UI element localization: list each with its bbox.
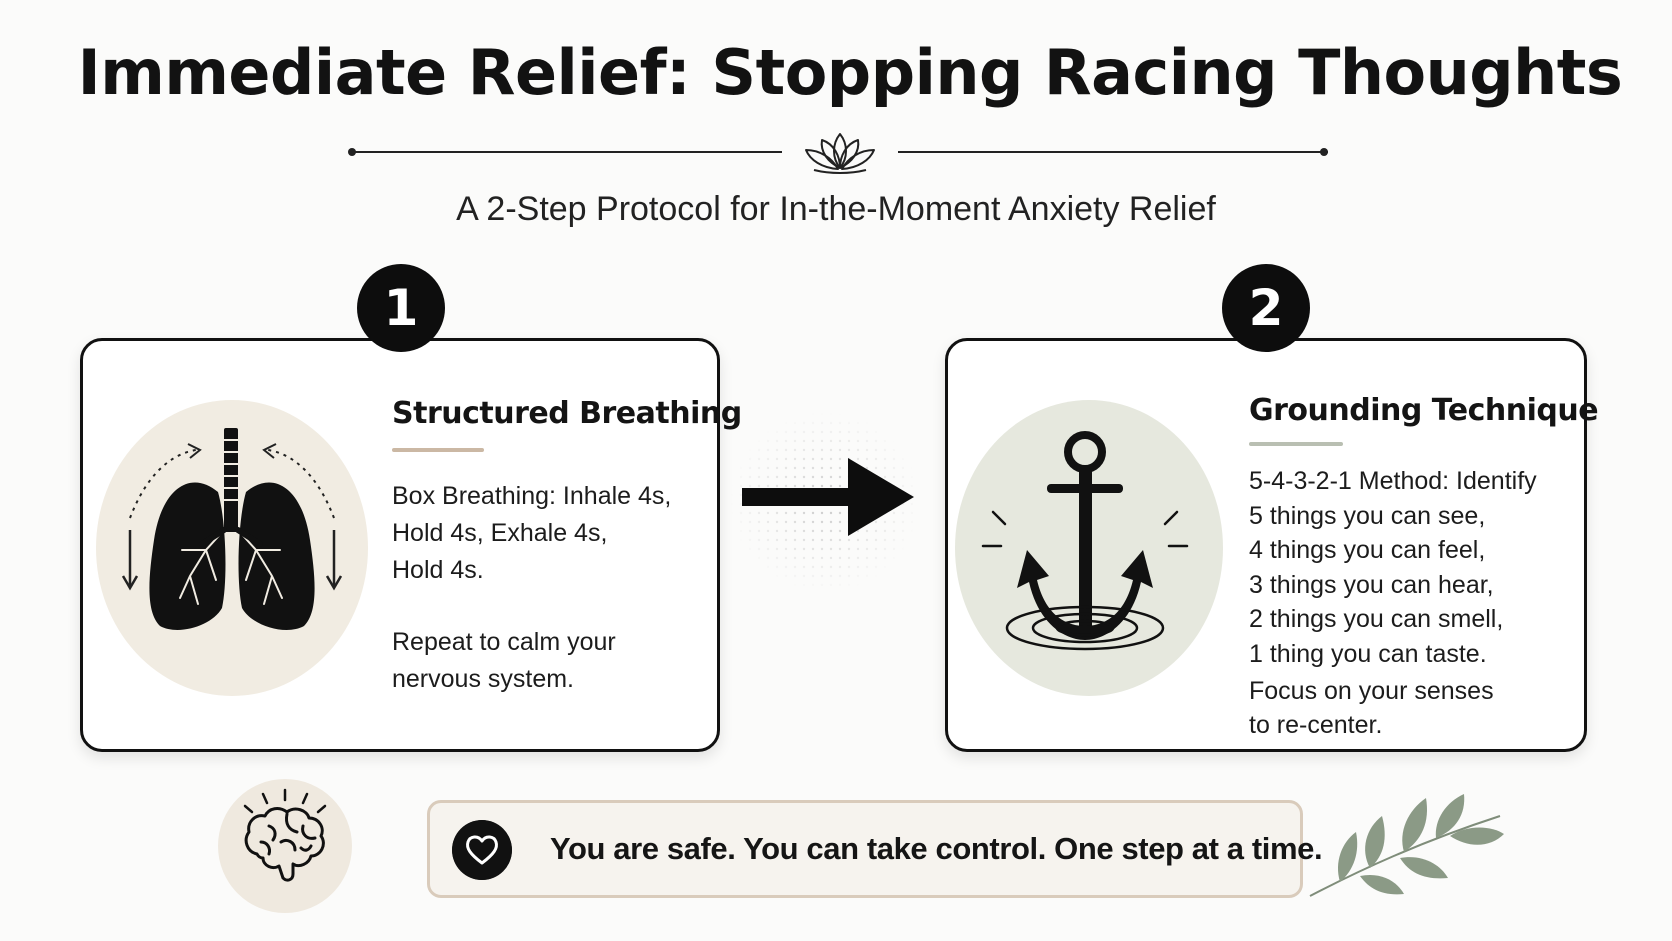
page-subtitle: A 2-Step Protocol for In-the-Moment Anxi… [456,190,1216,228]
water-ripples [1005,605,1165,651]
text-line: Hold 4s, Exhale 4s, [392,519,608,547]
heart-icon [466,835,498,865]
step-2-heading: Grounding Technique [1249,393,1599,428]
text-line: 5-4-3-2-1 Method: Identify [1249,467,1537,495]
page-title: Immediate Relief: Stopping Racing Though… [77,36,1623,109]
step-1-closing: Repeat to calm your nervous system. [392,624,616,698]
step-2-number: 2 [1222,264,1310,352]
leaf-branch-icon [1309,794,1504,897]
step-1-number: 1 [357,264,445,352]
text-line: Repeat to calm your [392,628,616,656]
affirmation-text: You are safe. You can take control. One … [550,831,1323,866]
step-2-closing: Focus on your senses to re-center. [1249,674,1494,742]
text-line: 1 thing you can taste. [1249,639,1487,668]
text-line: 2 things you can smell, [1249,605,1504,633]
step-2-instructions: 5-4-3-2-1 Method: Identify 5 things you … [1249,464,1537,671]
lungs-illustration [96,400,368,696]
text-line: nervous system. [392,665,575,693]
step-connector [730,412,920,592]
title-divider [348,133,1328,174]
breath-cycle-arrows [129,449,335,519]
brain-badge [218,779,352,913]
step-1-heading: Structured Breathing [392,396,742,431]
text-line: Box Breathing: Inhale 4s, [392,482,672,510]
anchor-illustration [955,400,1223,696]
emphasis-marks [981,510,1189,548]
text-line: 3 things you can hear, [1249,570,1494,599]
affirmation-banner [427,800,1303,898]
step-1-accent-rule [392,448,484,452]
step-2-accent-rule [1249,442,1343,446]
heart-badge [452,820,512,880]
lotus-icon [805,133,875,174]
brain-icon [244,807,325,882]
text-line: to re-center. [1249,711,1383,739]
text-line: 4 things you can feel, [1249,536,1486,564]
radiating-lines [243,788,327,814]
right-arrow-icon [742,458,914,536]
text-line: 5 things you can see, [1249,501,1486,530]
lungs-icon [149,428,315,630]
step-1-instructions: Box Breathing: Inhale 4s, Hold 4s, Exhal… [392,478,671,589]
text-line: Focus on your senses [1249,677,1494,705]
text-line: Hold 4s. [392,556,484,584]
